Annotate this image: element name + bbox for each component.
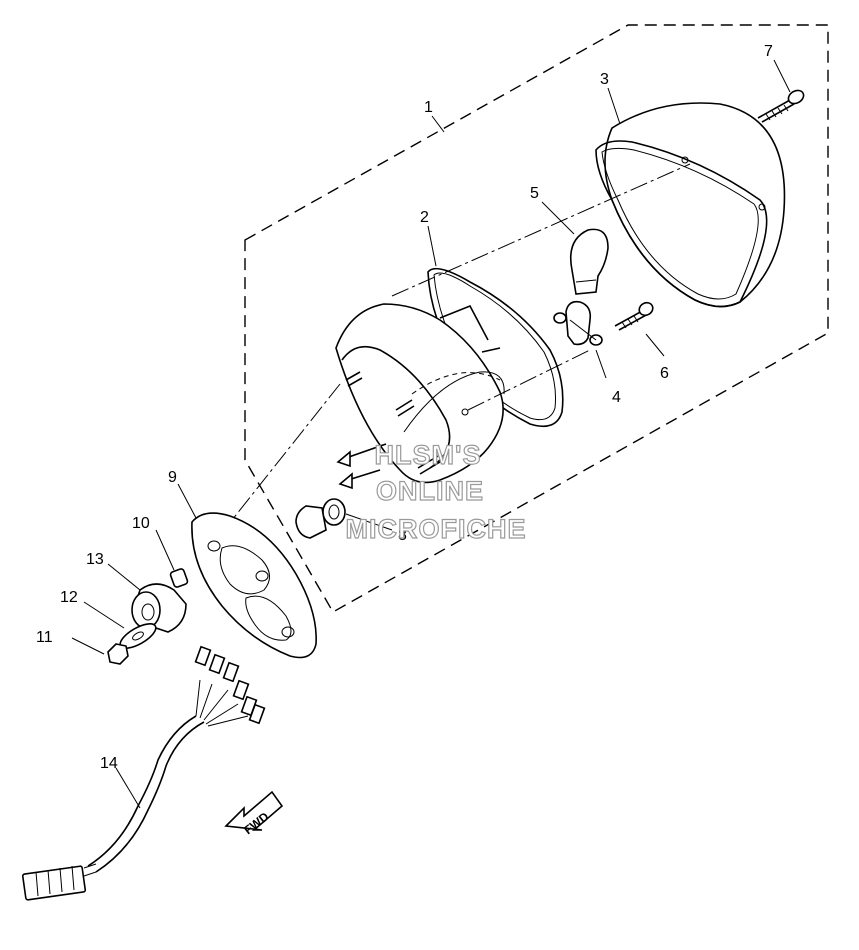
part-14-harness — [21, 645, 266, 901]
watermark-line-3: MICROFICHE — [346, 514, 527, 544]
leader-part-6 — [569, 319, 597, 341]
callout-7: 7 — [764, 43, 773, 60]
part-13-damper — [131, 583, 187, 633]
watermark: HLSM'S ONLINE MICROFICHE — [345, 439, 527, 544]
part-4-socket — [553, 300, 603, 346]
watermark-line-1: HLSM'S — [375, 440, 482, 470]
part-9-plate — [191, 512, 317, 659]
reference-arc — [411, 372, 501, 395]
housing-body — [335, 303, 505, 490]
centre-line-lower — [467, 349, 591, 411]
callout-numbers: 1 2 3 4 5 6 7 8 9 10 11 12 13 14 — [36, 43, 773, 772]
callout-13: 13 — [86, 551, 104, 568]
callout-10: 10 — [132, 515, 150, 532]
callout-6: 6 — [660, 365, 669, 382]
callout-5: 5 — [530, 185, 539, 202]
part-7-screw — [757, 89, 805, 123]
part-8-grommet — [295, 498, 346, 539]
forward-direction-arrow: FWD — [224, 790, 284, 837]
callout-1: 1 — [424, 99, 433, 116]
assembly-boundary — [244, 24, 829, 613]
callout-2: 2 — [420, 209, 429, 226]
callout-14: 14 — [100, 755, 118, 772]
callout-9: 9 — [168, 469, 177, 486]
part-5-bulb — [569, 228, 609, 295]
callout-11: 11 — [36, 629, 53, 646]
callout-3: 3 — [600, 71, 609, 88]
part-6-screw — [614, 301, 654, 331]
callout-12: 12 — [60, 589, 78, 606]
watermark-line-2: ONLINE — [376, 476, 484, 506]
centre-line-plate — [231, 383, 341, 521]
callout-4: 4 — [612, 389, 621, 406]
callout-8: 8 — [398, 527, 407, 544]
part-3-lens — [595, 102, 786, 308]
part-11-nut — [107, 643, 129, 665]
callout-leaders — [71, 59, 791, 809]
centre-line-upper — [391, 163, 691, 297]
part-10-collar — [169, 568, 189, 588]
